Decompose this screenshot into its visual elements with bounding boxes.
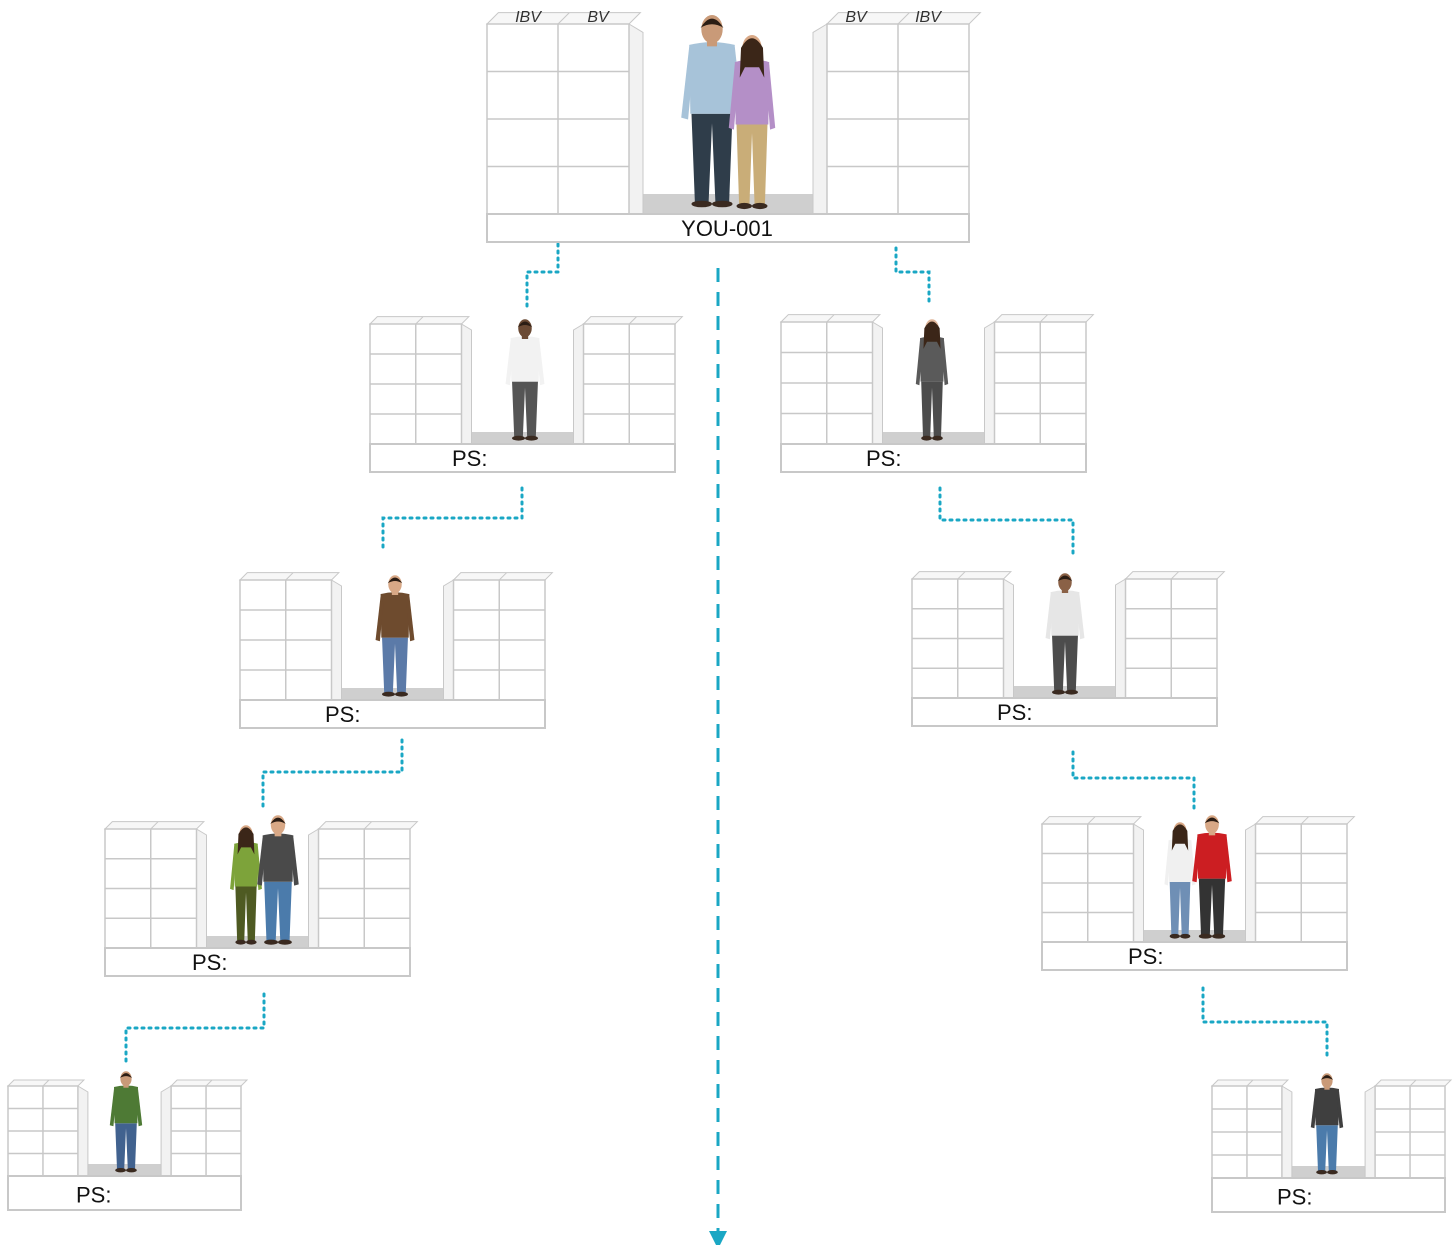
- node-left-2: PS:: [238, 572, 554, 729]
- label-bar: [1211, 1177, 1446, 1213]
- man-light-sweater-figure: [1045, 573, 1085, 695]
- connectors: [124, 242, 1329, 1064]
- node-label: PS:: [866, 446, 901, 471]
- header-ibv-right: IBV: [915, 9, 942, 26]
- left-shelf: [103, 821, 206, 949]
- header-bv-left: BV: [587, 9, 610, 26]
- connector-root-left: [525, 242, 560, 308]
- left-shelf: [910, 571, 1013, 699]
- root-label: YOU-001: [681, 216, 773, 241]
- woman-purple-top-figure: [728, 35, 776, 210]
- node-left-4: PS:: [6, 1071, 249, 1211]
- header-bv-right: BV: [845, 9, 868, 26]
- connector-left-3-4: [124, 992, 266, 1064]
- label-bar: [1041, 941, 1348, 971]
- label-bar: [239, 699, 546, 729]
- man-white-shirt-figure: [505, 319, 545, 441]
- left-shelf: [779, 314, 882, 445]
- connector-left-2-3: [261, 738, 404, 808]
- connector-left-1-2: [381, 486, 524, 554]
- node-left-1: PS:: [368, 316, 684, 473]
- node-right-2: PS:: [910, 571, 1226, 727]
- left-shelf: [1210, 1079, 1290, 1179]
- root-node: IBV BV BV IBV: [485, 9, 982, 243]
- header-ibv-left: IBV: [515, 9, 542, 26]
- node-right-4: PS:: [1210, 1073, 1453, 1213]
- node-label: PS:: [76, 1183, 111, 1208]
- floor: [1133, 930, 1256, 942]
- couple-green-gray-1-figure: [230, 825, 262, 945]
- man-gray-vest-figure: [1310, 1073, 1344, 1175]
- label-bar: [369, 443, 676, 473]
- right-shelf: [169, 1079, 249, 1177]
- couple-green-gray-2-figure: [257, 815, 299, 945]
- node-label: PS:: [192, 950, 227, 975]
- left-shelf: [1040, 816, 1143, 943]
- right-shelf: [1254, 816, 1356, 943]
- node-right-3: PS:: [1040, 815, 1356, 971]
- right-shelf: [993, 314, 1095, 445]
- right-shelf: [1124, 571, 1226, 699]
- node-label: PS:: [1277, 1185, 1312, 1210]
- node-label: PS:: [325, 702, 360, 727]
- node-left-3: PS:: [103, 815, 419, 977]
- connector-right-1-2: [938, 486, 1075, 556]
- label-bar: [7, 1175, 242, 1211]
- right-shelf: [1373, 1079, 1453, 1179]
- root-label-bar: [486, 213, 970, 243]
- floor: [196, 936, 319, 948]
- label-bar: [104, 947, 411, 977]
- left-shelf: [6, 1079, 86, 1177]
- right-shelf: [317, 821, 419, 949]
- label-bar: [911, 697, 1218, 727]
- label-bar: [780, 443, 1087, 473]
- couple-red-shirt-2-figure: [1192, 815, 1232, 939]
- node-label: PS:: [1128, 944, 1163, 969]
- node-label: PS:: [452, 446, 487, 471]
- right-shelf: [452, 572, 554, 701]
- node-label: PS:: [997, 700, 1032, 725]
- connector-right-2-3: [1071, 750, 1196, 814]
- man-brown-jacket-figure: [375, 575, 415, 697]
- right-shelf: [582, 316, 684, 445]
- connector-right-3-4: [1201, 986, 1329, 1062]
- connector-root-right: [894, 246, 931, 308]
- couple-red-shirt-1-figure: [1164, 822, 1196, 939]
- left-shelf: [368, 316, 471, 445]
- left-shelf: [238, 572, 341, 701]
- man-green-shirt-figure: [109, 1071, 143, 1173]
- member-nodes: PS: PS: PS: PS: PS: PS: PS: PS:: [6, 314, 1453, 1213]
- left-shelf-ibv-bv: [485, 12, 642, 215]
- woman-gray-vest-figure: [915, 319, 949, 441]
- node-right-1: PS:: [779, 314, 1095, 473]
- right-shelf-bv-ibv: [825, 12, 982, 215]
